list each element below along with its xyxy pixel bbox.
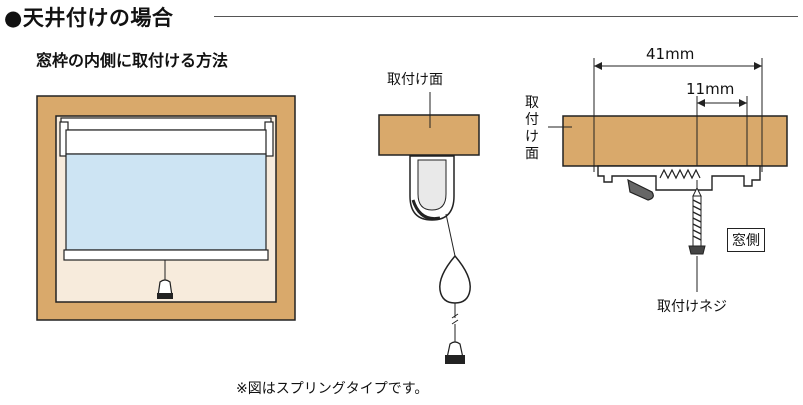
teardrop-pendant xyxy=(439,254,471,304)
pull-knob-base xyxy=(157,293,173,299)
side-pull-knob-base xyxy=(445,355,465,364)
mount-surface-vertical-label: 取付け面 xyxy=(525,95,539,162)
window-side-label: 窓側 xyxy=(727,228,765,252)
roller-tube xyxy=(65,129,267,155)
release-lever xyxy=(627,178,654,201)
side-cord-lower xyxy=(451,303,459,344)
rail-profile xyxy=(597,165,761,191)
side-view-illustration xyxy=(378,92,480,364)
dim41-arrow-right xyxy=(754,62,762,70)
overall-dimension-label: 41mm xyxy=(646,45,695,63)
dim11-arrow-right xyxy=(739,99,747,107)
screw-offset-dimension-label: 11mm xyxy=(686,80,735,98)
side-bracket-shadow xyxy=(411,199,441,221)
bottom-bar xyxy=(63,249,269,261)
head-rail xyxy=(60,117,272,131)
dim11-arrow-left xyxy=(697,99,705,107)
title-divider xyxy=(214,16,798,17)
spring-teeth xyxy=(659,168,701,180)
footnote: ※図はスプリングタイプです。 xyxy=(236,381,429,397)
dim41-arrow-left xyxy=(594,62,602,70)
window-frame-illustration xyxy=(36,95,296,321)
dimension-detail-illustration xyxy=(548,58,788,292)
side-cord xyxy=(445,213,456,257)
mount-surface-block xyxy=(378,114,480,156)
side-bracket-inner xyxy=(417,159,447,211)
mount-surface-label: 取付け面 xyxy=(387,72,443,88)
pull-knob xyxy=(157,279,173,297)
blind-fabric xyxy=(65,153,267,251)
mount-surface-slab xyxy=(562,115,788,167)
mounting-screw-label: 取付けネジ xyxy=(657,299,727,315)
mounting-screw-icon xyxy=(688,180,706,292)
side-pull-knob xyxy=(446,341,464,359)
method-subtitle: 窓枠の内側に取付ける方法 xyxy=(36,51,229,70)
section-title: ●天井付けの場合 xyxy=(4,6,174,30)
